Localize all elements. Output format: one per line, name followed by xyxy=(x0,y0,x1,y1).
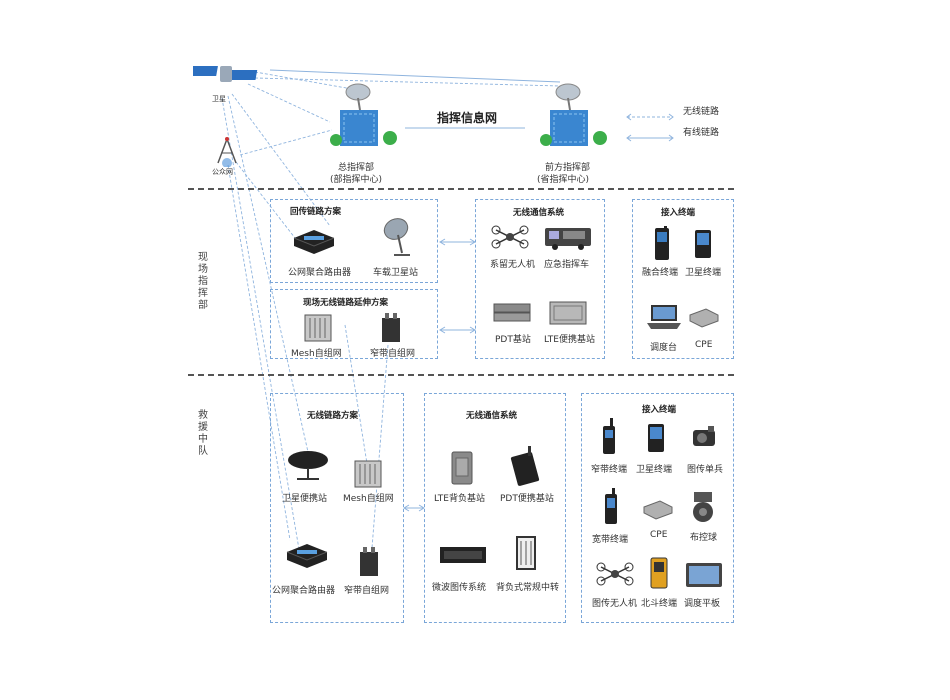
wired-legend-label: 有线链路 xyxy=(683,128,720,138)
site-access-box xyxy=(632,199,734,359)
fusion-terminal-icon xyxy=(652,226,672,266)
microwave-transmission-icon xyxy=(438,543,488,571)
site-access-title: 接入终端 xyxy=(661,208,696,218)
pdt-base-station-icon xyxy=(492,300,532,330)
site-wireless-item-0: 系留无人机 xyxy=(490,260,536,270)
dispatch-tablet-icon xyxy=(685,562,723,592)
rescue-access-item-7: 北斗终端 xyxy=(641,599,678,609)
site-backhaul-title: 回传链路方案 xyxy=(290,207,342,217)
site-wireless-title: 无线通信系统 xyxy=(513,208,565,218)
cpe-icon xyxy=(688,305,720,335)
rescue-team-side-label: 救援中队 xyxy=(198,410,208,457)
rescue-access-title: 接入终端 xyxy=(642,405,677,415)
fwd-label: 前方指挥部 xyxy=(545,163,591,173)
rescue-access-item-5: 布控球 xyxy=(690,533,718,543)
rescue-wireless-item-3: 背负式常规中转 xyxy=(496,583,560,593)
mesh-radio-icon-2 xyxy=(354,460,382,492)
rescue-access-item-0: 窄带终端 xyxy=(591,465,628,475)
fwd-building-icon xyxy=(538,80,610,156)
hq-building-icon xyxy=(328,80,400,156)
separator-top xyxy=(188,188,734,190)
site-access-item-1: 卫星终端 xyxy=(685,268,722,278)
narrowband-radio-icon-2 xyxy=(358,546,380,582)
broadband-terminal-icon xyxy=(602,488,620,530)
site-wireless-box xyxy=(475,199,605,359)
rescue-wireless-item-0: LTE背负基站 xyxy=(434,494,485,504)
cell-tower-icon xyxy=(212,135,242,171)
rescue-link-title: 无线链路方案 xyxy=(307,411,359,421)
site-wireless-item-2: PDT基站 xyxy=(495,335,531,345)
lte-backpack-base-icon xyxy=(450,450,474,490)
site-wireless-item-1: 应急指挥车 xyxy=(544,260,590,270)
tethered-drone-icon xyxy=(490,224,530,254)
lte-portable-base-icon xyxy=(548,298,588,332)
rescue-link-item-1: Mesh自组网 xyxy=(343,494,394,504)
rescue-access-item-1: 卫星终端 xyxy=(636,465,673,475)
cpe-icon-2 xyxy=(642,497,674,527)
rescue-access-item-6: 图传无人机 xyxy=(592,599,638,609)
transmission-drone-icon xyxy=(595,561,635,591)
rescue-wireless-title: 无线通信系统 xyxy=(466,411,518,421)
body-camera-icon xyxy=(690,424,718,456)
site-command-side-label: 现场指挥部 xyxy=(198,252,208,311)
router-icon-2 xyxy=(283,540,331,574)
separator-middle xyxy=(188,374,734,376)
rescue-access-item-4: CPE xyxy=(650,530,668,540)
site-access-item-3: CPE xyxy=(695,340,713,350)
site-extension-item-1: 窄带自组网 xyxy=(370,349,416,359)
backpack-repeater-icon xyxy=(514,535,538,575)
portable-satellite-station-icon xyxy=(285,448,331,486)
narrowband-radio-icon xyxy=(380,312,402,348)
rescue-wireless-item-1: PDT便携基站 xyxy=(500,494,554,504)
site-access-item-0: 融合终端 xyxy=(642,268,679,278)
rescue-access-item-3: 宽带终端 xyxy=(592,535,629,545)
site-access-item-2: 调度台 xyxy=(650,343,678,353)
wireless-legend-label: 无线链路 xyxy=(683,107,720,117)
rescue-link-box xyxy=(270,393,404,623)
rescue-access-item-2: 图传单兵 xyxy=(687,465,724,475)
wireless-legend-arrow-icon xyxy=(625,106,675,125)
site-extension-item-0: Mesh自组网 xyxy=(291,349,342,359)
pdt-portable-base-icon xyxy=(510,446,540,490)
hq-sub-label: (部指挥中心) xyxy=(330,175,383,185)
mesh-radio-icon xyxy=(304,314,332,346)
rescue-link-item-2: 公网聚合路由器 xyxy=(272,586,336,596)
hq-label: 总指挥部 xyxy=(338,163,375,173)
satellite-icon xyxy=(190,60,263,94)
rescue-wireless-item-2: 微波图传系统 xyxy=(432,583,487,593)
site-extension-title: 现场无线链路延伸方案 xyxy=(303,298,389,308)
rescue-link-item-3: 窄带自组网 xyxy=(344,586,390,596)
narrowband-terminal-icon xyxy=(600,418,618,460)
satellite-terminal-icon xyxy=(693,228,713,264)
wired-legend-arrow-icon xyxy=(625,127,675,146)
surveillance-ball-icon xyxy=(690,490,716,528)
fwd-sub-label: (省指挥中心) xyxy=(537,175,590,185)
satellite-dish-icon xyxy=(382,215,416,263)
site-wireless-item-3: LTE便携基站 xyxy=(544,335,595,345)
beidou-terminal-icon xyxy=(648,556,670,594)
satellite-label: 卫星 xyxy=(212,95,226,103)
command-vehicle-icon xyxy=(543,226,593,254)
public-net-label: 公众网 xyxy=(212,168,233,176)
rescue-access-item-8: 调度平板 xyxy=(684,599,721,609)
rescue-wireless-box xyxy=(424,393,566,623)
site-backhaul-item-0: 公网聚合路由器 xyxy=(288,268,352,278)
dispatch-console-icon xyxy=(647,303,681,335)
rescue-access-box xyxy=(581,393,734,623)
router-icon xyxy=(290,226,338,260)
site-backhaul-box xyxy=(270,199,438,283)
satellite-terminal-icon-2 xyxy=(646,422,666,458)
site-extension-box xyxy=(270,289,438,359)
site-backhaul-item-1: 车载卫星站 xyxy=(373,268,419,278)
network-label: 指挥信息网 xyxy=(437,111,498,125)
rescue-link-item-0: 卫星便携站 xyxy=(282,494,328,504)
